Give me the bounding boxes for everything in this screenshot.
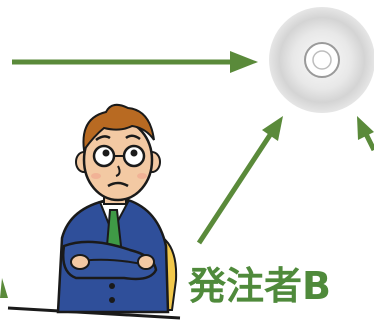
arrow-left-bottom-tip bbox=[0, 278, 8, 298]
cd-disc-icon bbox=[269, 7, 374, 113]
arrow-orderer-b-to-disc bbox=[196, 116, 283, 245]
arrow-right-to-disc bbox=[357, 116, 374, 152]
orderer-b-label: 発注者B bbox=[188, 264, 331, 308]
arrow-left-to-disc bbox=[12, 51, 258, 73]
worried-man-icon bbox=[7, 103, 181, 320]
